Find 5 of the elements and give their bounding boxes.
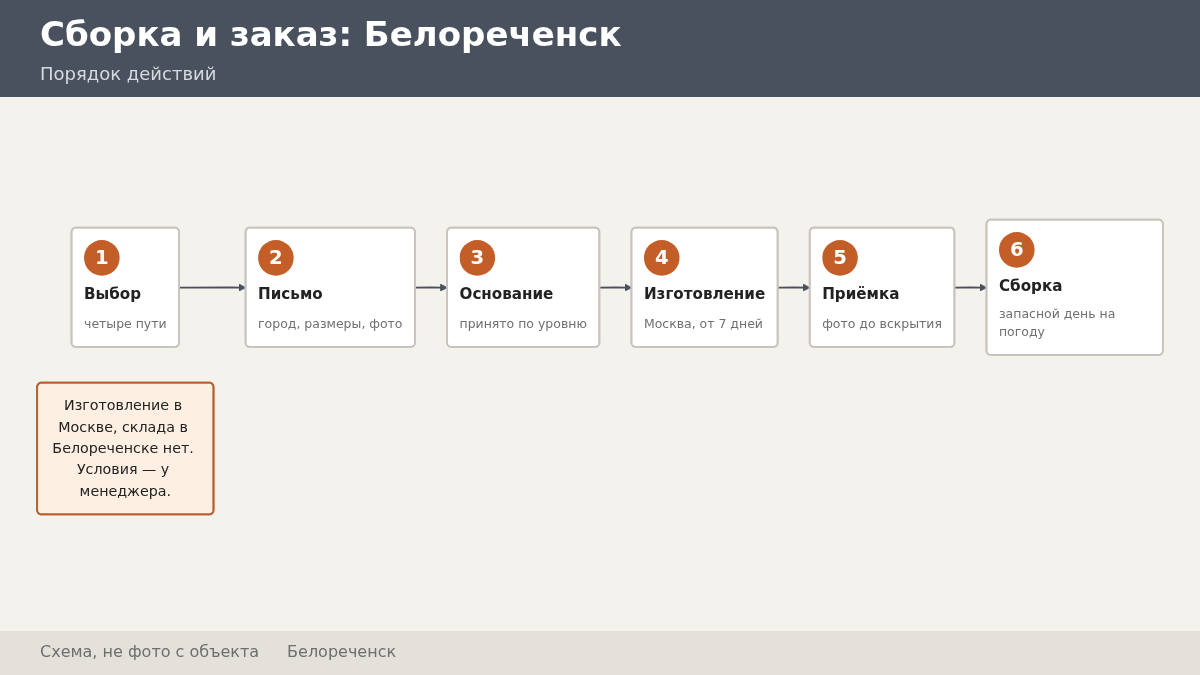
- diagram-title: Сборка и заказ: Белореченск: [40, 14, 622, 54]
- subtitle: Порядок действий: [40, 63, 217, 84]
- footer-note: Схема, не фото с объекта: [40, 642, 260, 661]
- footer-note: Белореченск: [287, 642, 397, 661]
- arrow: [414, 283, 448, 292]
